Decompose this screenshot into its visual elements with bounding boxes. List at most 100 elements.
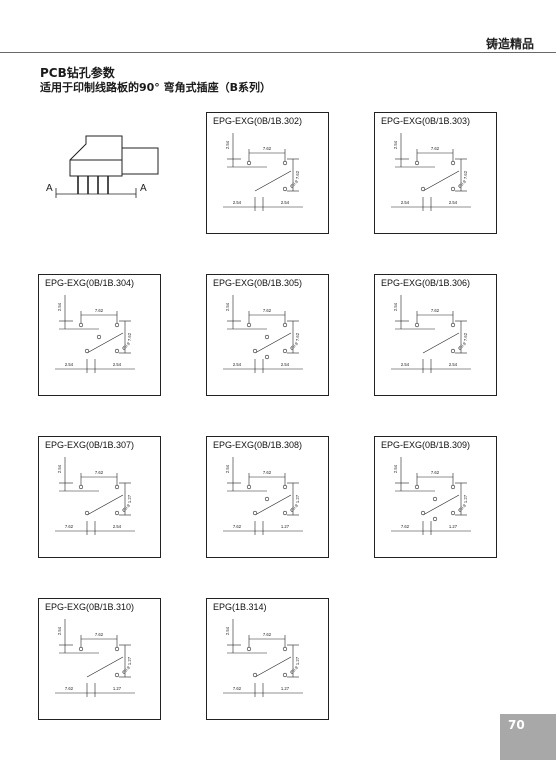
- dimension-label: 2.54: [225, 140, 230, 149]
- diagram-title: EPG-EXG(0B/1B.305): [213, 278, 303, 288]
- dimension-label: 2.54: [281, 362, 290, 367]
- pcb-hole: [252, 672, 258, 678]
- dimension-label: 2.54: [393, 140, 398, 149]
- dimension-label: 2.54: [233, 362, 242, 367]
- dimension-label: 7.62: [233, 686, 242, 691]
- pcb-hole: [450, 484, 456, 490]
- dimension-label: Ø0.9: [457, 502, 467, 512]
- pcb-hole: [252, 510, 258, 516]
- diagram-title: EPG-EXG(0B/1B.308): [213, 440, 303, 450]
- dimension-label: 2.54: [225, 464, 230, 473]
- pcb-hole: [246, 646, 252, 652]
- connector-side-view: A A: [46, 135, 159, 198]
- dimension-label: 2.54: [225, 302, 230, 311]
- dimension-label: 2.54: [113, 524, 122, 529]
- diagram-title: EPG-EXG(0B/1B.309): [381, 440, 471, 450]
- pcb-hole: [282, 160, 288, 166]
- pcb-hole: [282, 646, 288, 652]
- dimension-label: 2.54: [225, 626, 230, 635]
- pcb-hole: [450, 348, 456, 354]
- section-label-right: A: [140, 183, 147, 194]
- dimension-label: Ø0.9: [289, 664, 299, 674]
- dimension-label: 1.27: [281, 686, 290, 691]
- diagram-title: EPG-EXG(0B/1B.310): [45, 602, 135, 612]
- pcb-hole: [246, 160, 252, 166]
- dimension-label: 2.54: [393, 302, 398, 311]
- pcb-hole: [78, 322, 84, 328]
- pcb-hole: [246, 322, 252, 328]
- dimension-label: Ø0.9: [457, 340, 467, 350]
- pcb-hole: [78, 646, 84, 652]
- dimension-label: 2.54: [281, 200, 290, 205]
- dimension-label: 7.62: [263, 146, 272, 151]
- pcb-hole: [432, 496, 438, 502]
- dimension-label: 7.62: [95, 632, 104, 637]
- pcb-hole: [450, 160, 456, 166]
- section-label-left: A: [46, 183, 53, 194]
- pcb-hole: [114, 348, 120, 354]
- pcb-hole: [114, 322, 120, 328]
- dimension-label: 7.62: [233, 524, 242, 529]
- pcb-hole: [414, 160, 420, 166]
- pcb-hole: [282, 672, 288, 678]
- dimension-label: 7.62: [263, 308, 272, 313]
- pcb-hole: [282, 322, 288, 328]
- dimension-label: 7.62: [431, 470, 440, 475]
- dimension-label: 2.54: [401, 200, 410, 205]
- pcb-hole: [420, 510, 426, 516]
- dimension-label: 1.27: [113, 686, 122, 691]
- dimension-label: 2.54: [449, 200, 458, 205]
- dimension-label: 2.54: [65, 362, 74, 367]
- dimension-label: 1.27: [295, 656, 300, 665]
- pcb-hole: [78, 484, 84, 490]
- diagram-title: EPG-EXG(0B/1B.307): [45, 440, 135, 450]
- pcb-hole: [282, 186, 288, 192]
- dimension-label: 7.62: [463, 170, 468, 179]
- page-number: 70: [508, 718, 525, 732]
- dimension-label: 7.62: [401, 524, 410, 529]
- dimension-label: 1.27: [449, 524, 458, 529]
- pcb-hole: [246, 484, 252, 490]
- pcb-hole: [450, 186, 456, 192]
- dimension-label: 7.62: [127, 332, 132, 341]
- dimension-label: 7.62: [263, 470, 272, 475]
- header-rule: [0, 52, 556, 53]
- dimension-label: 2.54: [57, 626, 62, 635]
- diagram-title: EPG-EXG(0B/1B.306): [381, 278, 471, 288]
- pcb-hole: [282, 484, 288, 490]
- diagram-title: EPG-EXG(0B/1B.304): [45, 278, 135, 288]
- dimension-label: 7.62: [431, 308, 440, 313]
- dimension-label: 7.62: [431, 146, 440, 151]
- pcb-hole: [264, 496, 270, 502]
- pcb-hole: [84, 510, 90, 516]
- dimension-label: 2.54: [393, 464, 398, 473]
- pcb-hole: [84, 348, 90, 354]
- dimension-label: 2.54: [113, 362, 122, 367]
- pcb-hole: [420, 186, 426, 192]
- dimension-label: 7.62: [95, 470, 104, 475]
- dimension-label: 1.27: [281, 524, 290, 529]
- pcb-hole: [96, 334, 102, 340]
- section-title: PCB钻孔参数: [40, 66, 115, 80]
- dimension-label: 1.27: [463, 494, 468, 503]
- dimension-label: 7.62: [95, 308, 104, 313]
- dimension-label: 1.27: [127, 656, 132, 665]
- pcb-hole: [414, 484, 420, 490]
- dimension-label: 1.27: [127, 494, 132, 503]
- dimension-label: 1.27: [295, 494, 300, 503]
- pcb-hole: [432, 516, 438, 522]
